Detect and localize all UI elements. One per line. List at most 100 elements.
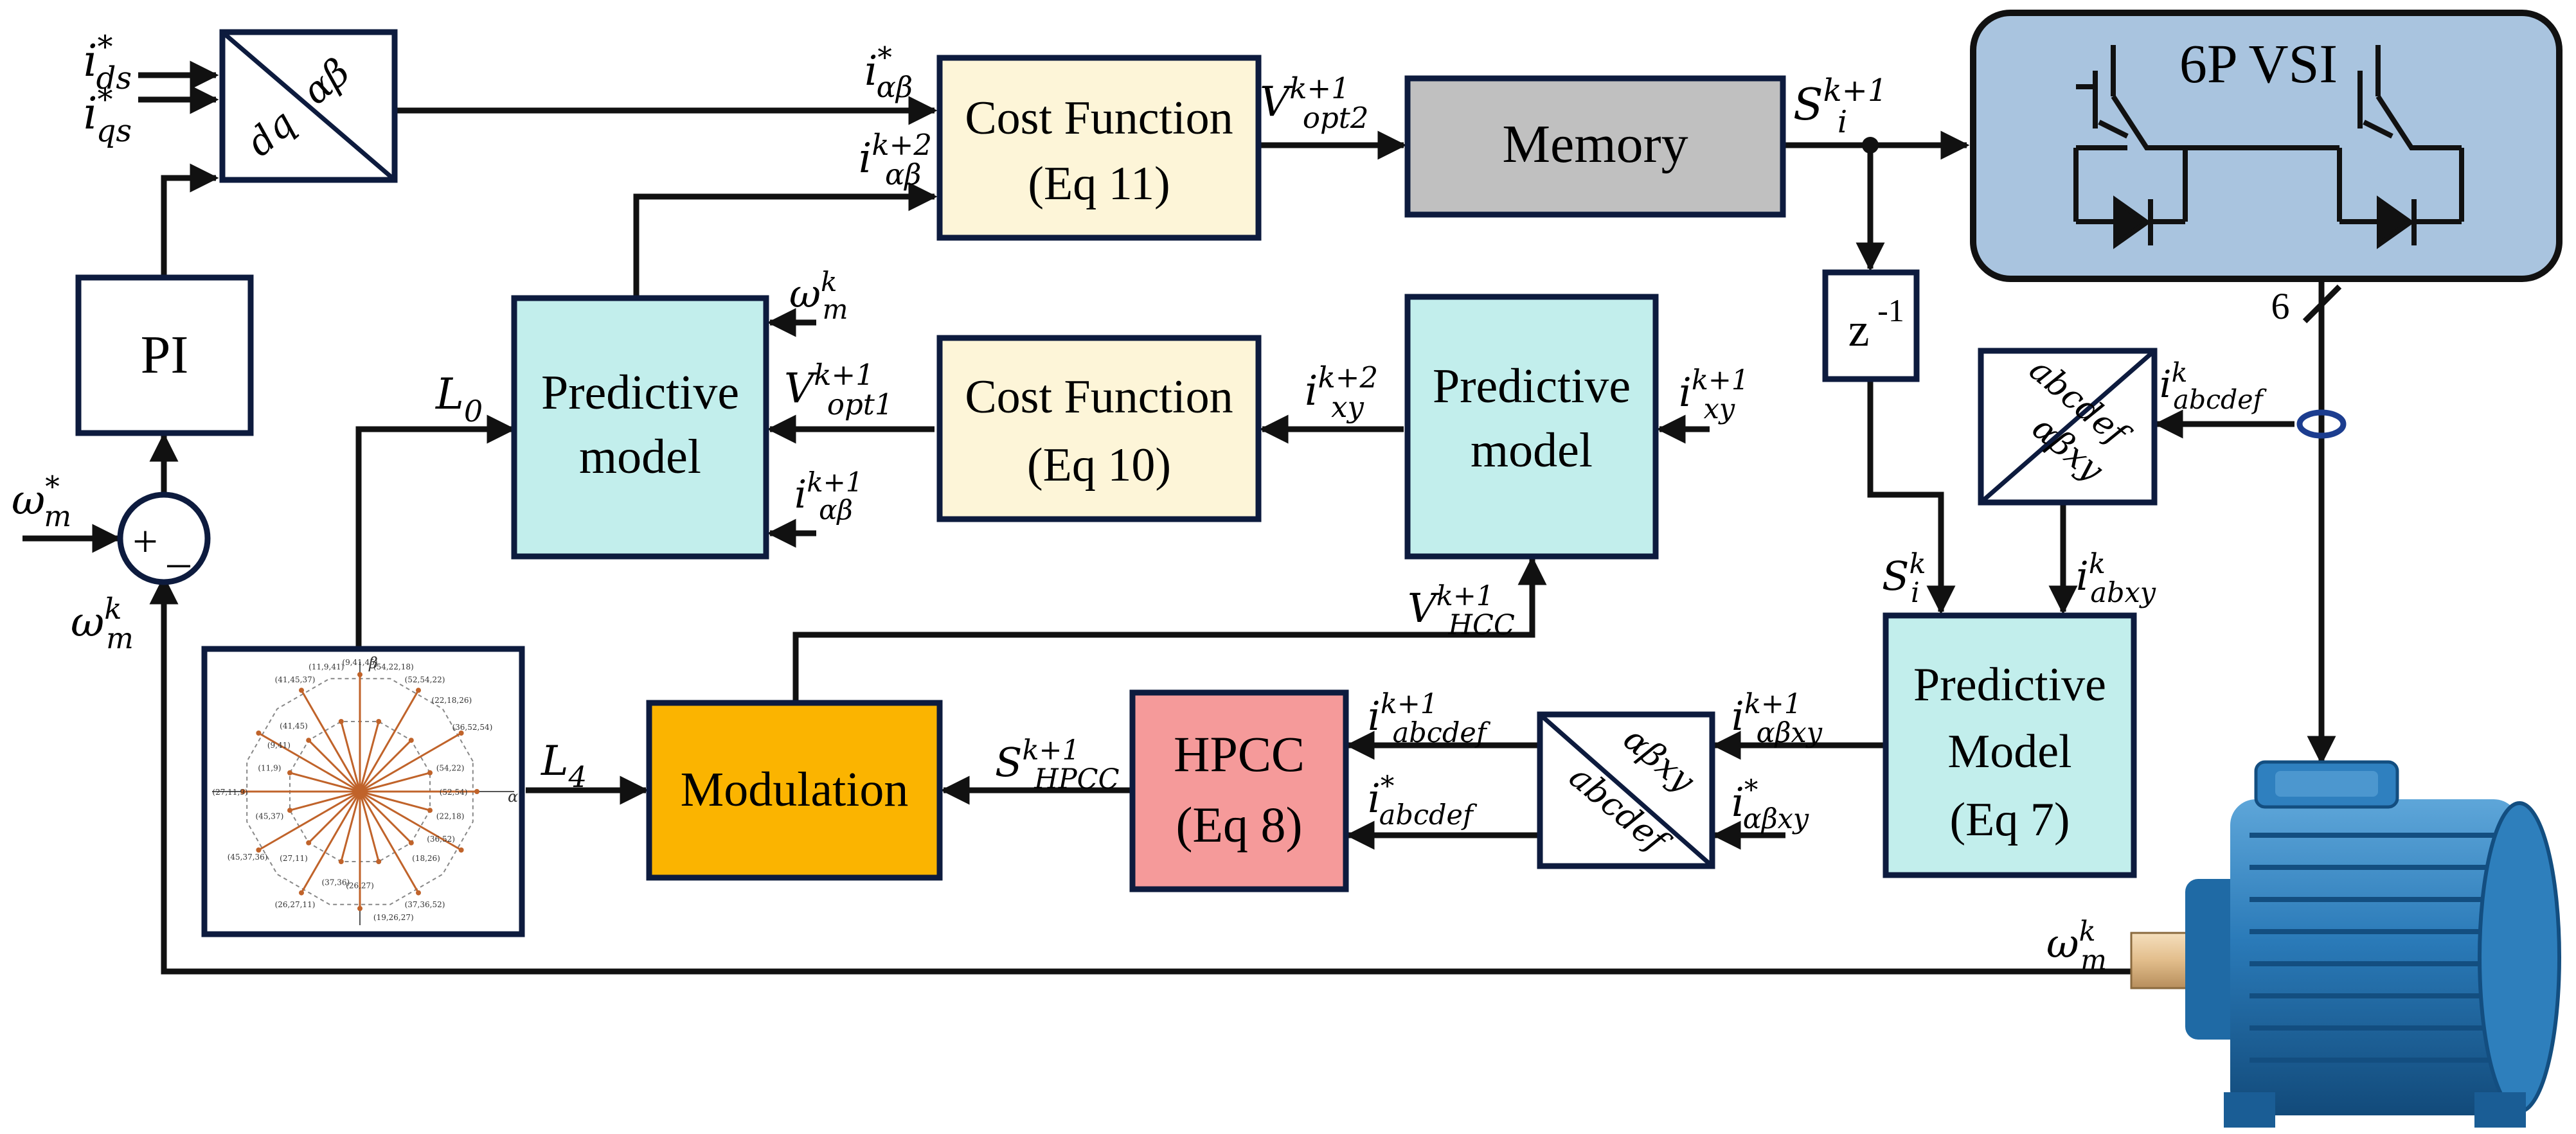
- predmid-line2: model: [1471, 423, 1593, 477]
- transform-abxy-abcdef: αβxy abcdef: [1537, 711, 1715, 869]
- hpcc-line1: HPCC: [1174, 726, 1305, 782]
- modulation-block: Modulation: [646, 700, 943, 881]
- wire-speed-feedback: [149, 575, 2134, 975]
- vector-tip: [338, 719, 344, 724]
- cost-function-10: Cost Function (Eq 10): [936, 335, 1262, 522]
- bus-slash: [2302, 284, 2342, 324]
- vector-tip: [299, 890, 304, 896]
- signal-label-ids: i*ds: [84, 29, 132, 96]
- signal-label-iabcdef-star: i*abcdef: [1368, 770, 1478, 831]
- signal-label-omega-m-star: ω*m: [12, 470, 71, 533]
- predleft-line1: Predictive: [541, 366, 739, 420]
- vector-tip: [408, 840, 414, 846]
- vector-label: (26,27): [346, 882, 374, 890]
- vector-tip: [240, 789, 246, 794]
- motor: [2130, 760, 2561, 1128]
- vector-label: (27,11,9): [212, 788, 247, 797]
- vector-tip: [256, 731, 262, 736]
- pm7-line1: Predictive: [1913, 659, 2106, 711]
- predmid-line1: Predictive: [1433, 359, 1631, 413]
- vector-diagram: (54,22,18)(52,54,22)(22,18,26)(36,52,54)…: [201, 646, 525, 937]
- sum-plus: +: [132, 517, 157, 567]
- vector-spoke: [359, 791, 380, 862]
- vector-tip: [287, 770, 292, 775]
- vector-label: (22,18): [436, 812, 465, 821]
- vector-label: (37,36): [321, 878, 350, 887]
- zinv-exponent: -1: [1877, 292, 1904, 328]
- current-sensor: [2296, 409, 2347, 439]
- vector-tip: [376, 719, 382, 724]
- vector-label: (52,54,22): [405, 675, 445, 684]
- vector-label: (11,9,41): [309, 662, 344, 671]
- motor-shaft: [2130, 932, 2196, 989]
- signal-label-L0: L0: [435, 369, 483, 429]
- vsi-label: 6P VSI: [2179, 33, 2338, 94]
- vector-tip: [416, 890, 421, 896]
- vector-spoke: [289, 772, 361, 793]
- vector-label: (11,9): [258, 763, 281, 772]
- vector-spoke: [359, 689, 420, 792]
- vector-label: (41,45): [280, 722, 308, 731]
- pm7-line2: Model: [1947, 725, 2071, 778]
- vector-spoke: [359, 790, 462, 851]
- vector-label: (18,26): [412, 854, 440, 863]
- vector-tip: [306, 738, 312, 743]
- vector-label: (41,45,37): [275, 675, 316, 684]
- vector-label: (45,37): [256, 812, 284, 821]
- vector-spoke: [258, 732, 361, 793]
- vector-label: (9,41,45): [342, 658, 377, 667]
- vector-tip: [357, 672, 362, 677]
- vector-spoke: [359, 721, 380, 792]
- vector-tip: [287, 808, 292, 813]
- vector-spoke: [359, 772, 431, 793]
- predictive-model-mid: Predictive model: [1404, 294, 1659, 560]
- pi-controller: PI: [75, 274, 254, 436]
- igbt-switch-icon: [2073, 45, 2464, 249]
- wire-pi-to-dq: [161, 163, 219, 276]
- vector-spoke: [340, 721, 361, 792]
- modulation-label: Modulation: [681, 763, 909, 817]
- signal-label-L4: L4: [541, 738, 587, 794]
- wire-L0: [355, 414, 516, 648]
- vector-label: (54,22): [436, 763, 465, 772]
- summing-junction: + _: [117, 492, 211, 585]
- memory-label: Memory: [1502, 114, 1688, 174]
- vector-tip: [416, 687, 421, 693]
- junction-dot: [1862, 137, 1879, 154]
- memory-block: Memory: [1404, 75, 1786, 218]
- vector-label: (9,41): [267, 741, 291, 750]
- sum-minus: _: [167, 522, 191, 572]
- vector-spoke: [300, 689, 361, 792]
- vector-tip: [458, 731, 464, 736]
- vector-tip: [376, 859, 382, 864]
- vector-label: (36,52): [427, 835, 455, 844]
- cost10-line1: Cost Function: [965, 371, 1233, 423]
- vector-tip: [306, 840, 312, 846]
- transform-ab-dq: αβ dq: [219, 29, 398, 183]
- pm7-line3: (Eq 7): [1950, 793, 2070, 846]
- vector-spoke: [359, 790, 412, 844]
- vector-tip: [427, 808, 433, 813]
- vector-label: (54,22,18): [373, 662, 414, 671]
- vector-label: (36,52,54): [452, 723, 492, 732]
- vector-spoke: [359, 732, 462, 793]
- predictive-model-left: Predictive model: [511, 295, 769, 560]
- vector-spoke: [359, 740, 412, 793]
- vector-tip: [299, 687, 304, 693]
- vector-spoke: [258, 790, 361, 851]
- vector-tip: [408, 738, 414, 743]
- vector-tip: [458, 847, 464, 853]
